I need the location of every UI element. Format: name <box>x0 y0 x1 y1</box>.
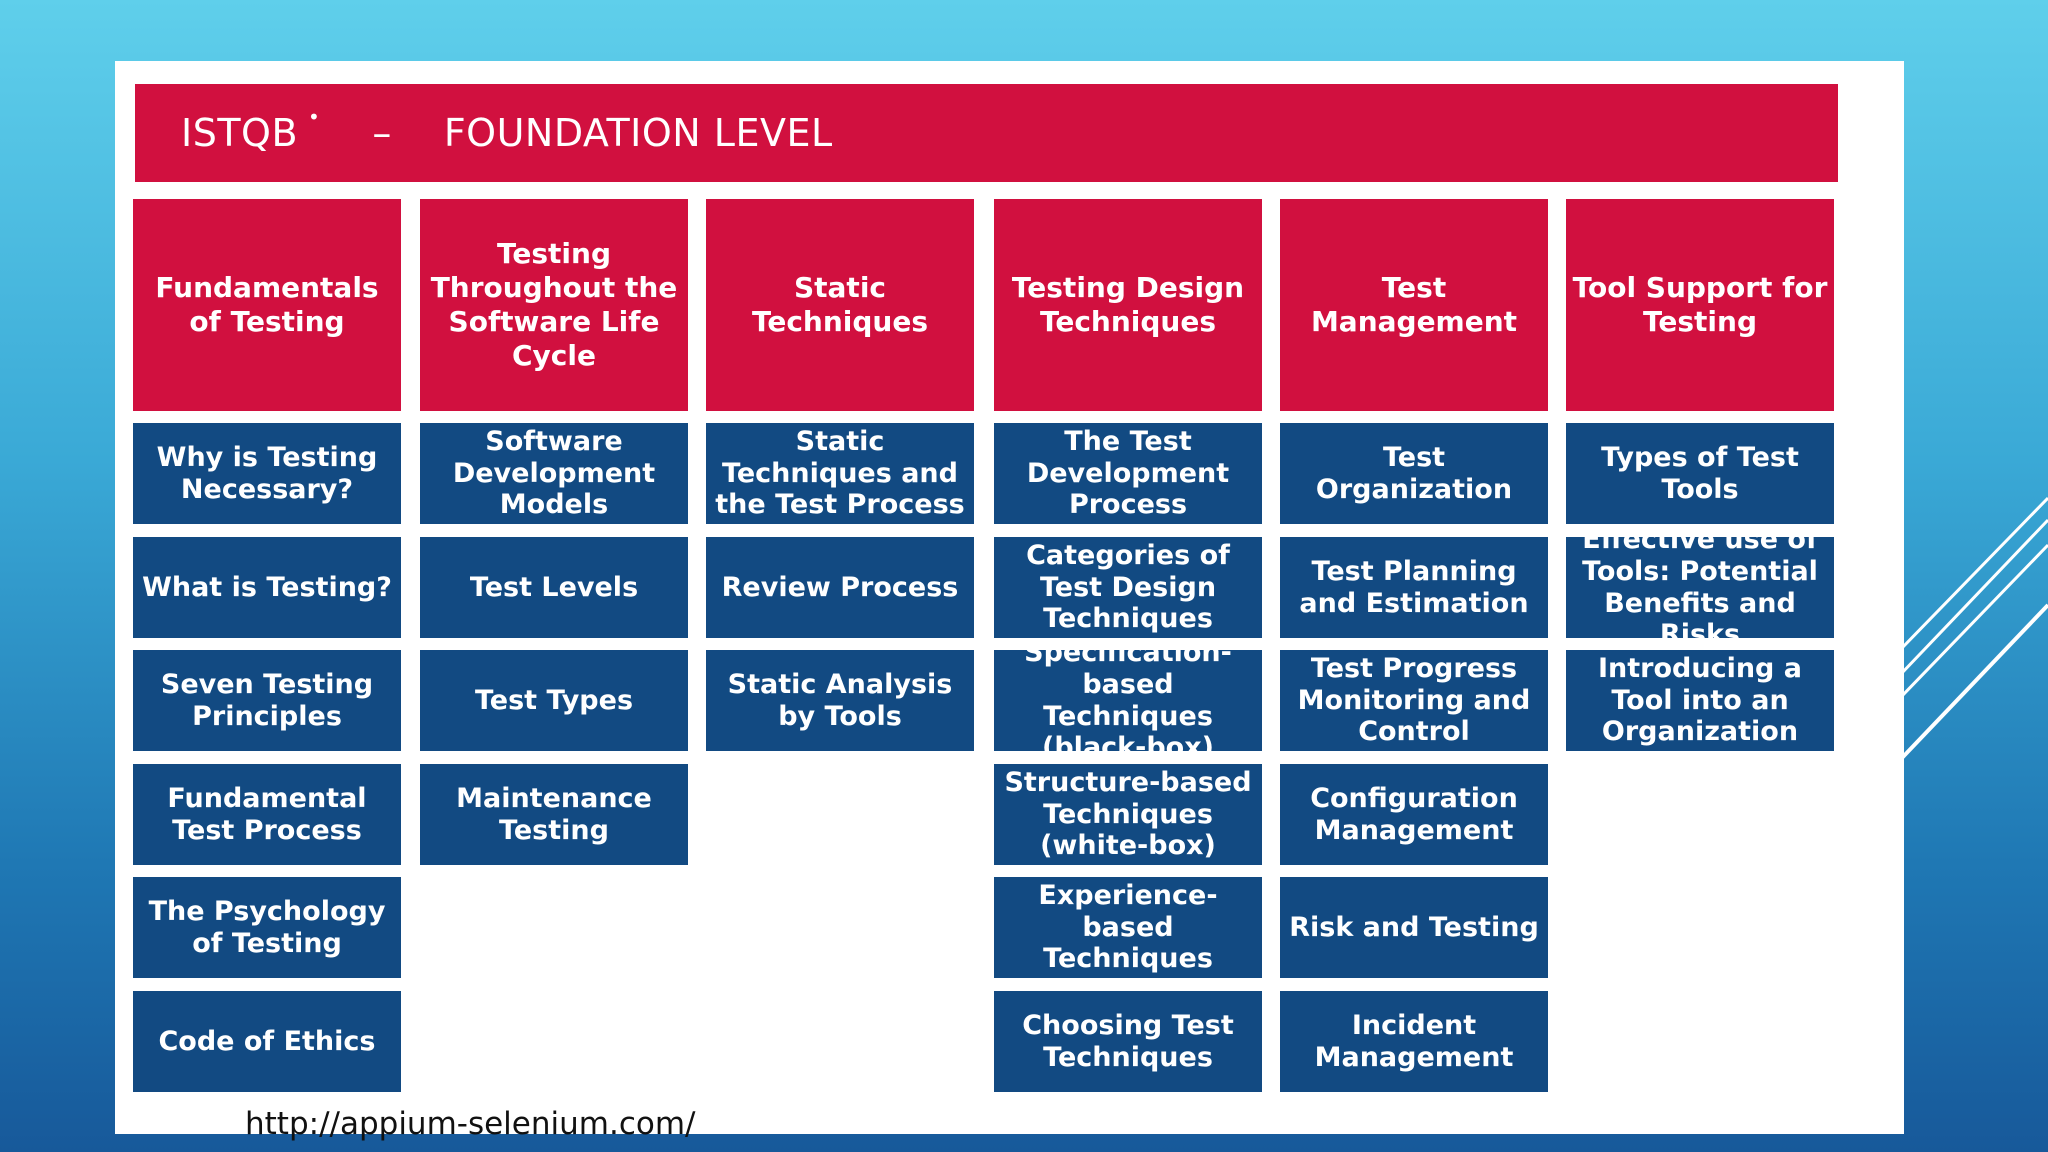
topic-box: Code of Ethics <box>133 991 401 1092</box>
decorative-diagonal-lines <box>1898 496 2048 762</box>
topic-box: Risk and Testing <box>1280 877 1548 978</box>
topic-box: Choosing Test Techniques <box>994 991 1262 1092</box>
topic-box: Fundamental Test Process <box>133 764 401 865</box>
topic-box: The Test Development Process <box>994 423 1262 524</box>
topic-box: Static Techniques and the Test Process <box>706 423 974 524</box>
topic-box: Effective use of Tools: Potential Benefi… <box>1566 524 1834 650</box>
registered-mark: • <box>308 105 321 129</box>
topic-box: Test Types <box>420 650 688 751</box>
topic-box: Types of Test Tools <box>1566 423 1834 524</box>
column-header: Testing Design Techniques <box>994 199 1262 411</box>
topic-box: Test Progress Monitoring and Control <box>1280 650 1548 751</box>
topic-box: Test Planning and Estimation <box>1280 537 1548 638</box>
topic-box: Why is Testing Necessary? <box>133 423 401 524</box>
topic-box: Specification-based Techniques (black-bo… <box>994 637 1262 763</box>
source-url: http://appium-selenium.com/ <box>245 1106 696 1142</box>
topic-box: Review Process <box>706 537 974 638</box>
topic-box: Static Analysis by Tools <box>706 650 974 751</box>
topic-box: Introducing a Tool into an Organization <box>1566 650 1834 751</box>
topic-box: Maintenance Testing <box>420 764 688 865</box>
topic-box: Categories of Test Design Techniques <box>994 537 1262 638</box>
slide-card: ISTQB • – FOUNDATION LEVEL Fundamentals … <box>115 61 1904 1142</box>
title-dash: – <box>372 111 392 155</box>
topic-box: Test Organization <box>1280 423 1548 524</box>
column-header: Static Techniques <box>706 199 974 411</box>
topic-box: Test Levels <box>420 537 688 638</box>
topic-box: Seven Testing Principles <box>133 650 401 751</box>
title-banner: ISTQB • – FOUNDATION LEVEL <box>135 84 1838 182</box>
topic-box: Software Development Models <box>420 423 688 524</box>
topic-box: Configuration Management <box>1280 764 1548 865</box>
topic-box: Structure-based Techniques (white-box) <box>994 764 1262 865</box>
level-title: FOUNDATION LEVEL <box>443 111 833 155</box>
brand-name: ISTQB <box>181 111 299 155</box>
column-header: Tool Support for Testing <box>1566 199 1834 411</box>
topic-box: Incident Management <box>1280 991 1548 1092</box>
column-header: Testing Throughout the Software Life Cyc… <box>420 199 688 411</box>
topic-box: What is Testing? <box>133 537 401 638</box>
column-header: Test Management <box>1280 199 1548 411</box>
topic-box: The Psychology of Testing <box>133 877 401 978</box>
column-header: Fundamentals of Testing <box>133 199 401 411</box>
topic-box: Experience-based Techniques <box>994 877 1262 978</box>
